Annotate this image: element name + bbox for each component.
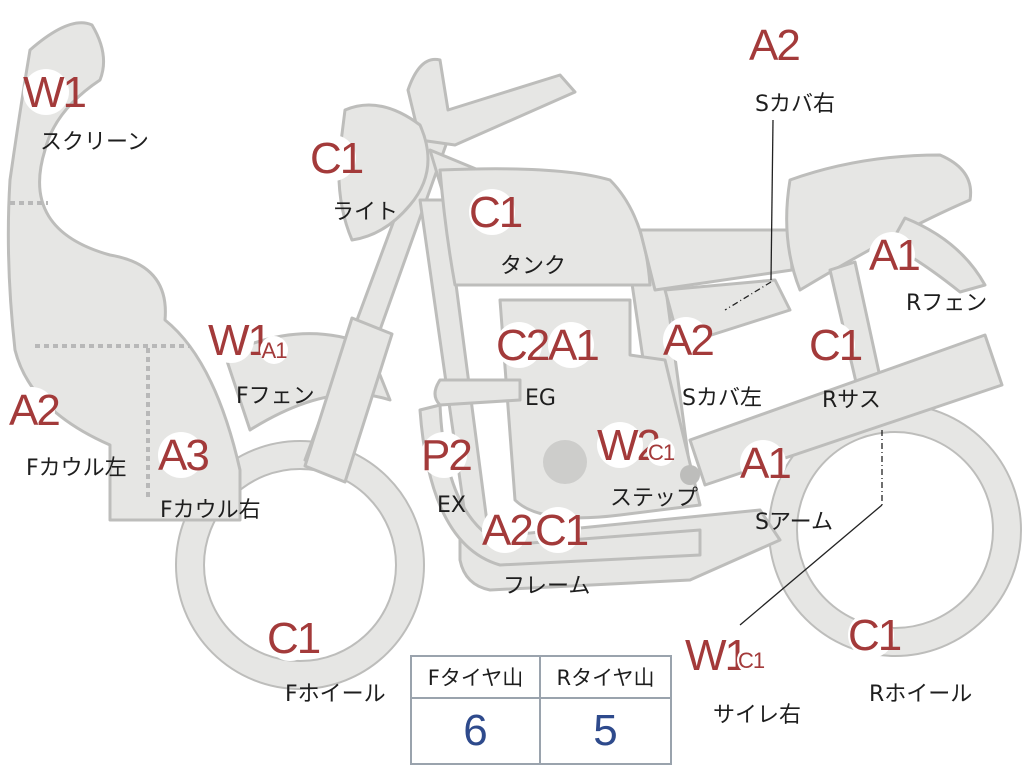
screen-label: スクリーン [40, 130, 149, 155]
step-badge-w2: W2 [597, 421, 661, 470]
swing-arm-badge-a1: A1 [740, 439, 792, 488]
side-cover-left-badge-a2: A2 [663, 316, 715, 365]
muffler-right-badge-w1: W1 [685, 631, 749, 680]
frame-badge-c1: C1 [535, 506, 589, 555]
front-wheel-shape [175, 440, 425, 690]
muffler-right-badge-c1: C1 [737, 646, 765, 674]
side-cover-right-leader-tail [724, 281, 772, 311]
side-cover-right-leader [770, 119, 774, 281]
front-fender-badge-a1: A1 [260, 336, 288, 364]
fork-lower-shape [303, 316, 394, 484]
frame-badge-a2: A2 [482, 506, 534, 555]
front-cowl-right-label: Fカウル右 [160, 498, 261, 523]
swing-arm-label: Sアーム [755, 510, 833, 535]
frame-label: フレーム [503, 574, 591, 599]
front-cowl-right-badge-a3: A3 [158, 431, 210, 480]
exhaust-badge-p2: P2 [421, 431, 473, 480]
engine-cover-circle [543, 440, 587, 484]
rear-fender-badge-a1: A1 [869, 231, 921, 280]
step-badge-c1: C1 [647, 438, 675, 466]
muffler-right-label: サイレ右 [713, 703, 802, 728]
front-fender-label: Fフェン [236, 384, 315, 409]
front-tread-header: Fタイヤ山 [412, 657, 541, 699]
rear-fender-label: Rフェン [906, 291, 988, 316]
muffler-right-leader [739, 504, 883, 626]
front-wheel-label: Fホイール [285, 682, 386, 707]
side-cover-right-label: Sカバ右 [755, 92, 835, 117]
front-cowl-left-badge-a2: A2 [9, 386, 61, 435]
engine-badge-c2: C2 [496, 321, 550, 370]
side-cover-left-label: Sカバ左 [682, 386, 762, 411]
screen-badge-w1: W1 [23, 68, 87, 117]
light-badge-c1: C1 [310, 134, 364, 183]
exhaust-label: EX [437, 493, 466, 518]
rear-tread-header: Rタイヤ山 [541, 657, 670, 699]
side-cover-right-badge-a2: A2 [749, 21, 801, 70]
rear-suspension-badge-c1: C1 [809, 321, 863, 370]
step-peg-circle [680, 465, 700, 485]
tank-label: タンク [500, 254, 567, 279]
front-tread-value: 6 [412, 699, 541, 763]
headlight-shape [337, 103, 430, 242]
front-cowl-shape [6, 21, 242, 522]
tail-shape [785, 153, 973, 292]
exhaust-pipe-shape [433, 378, 522, 407]
rear-wheel-badge-c1: C1 [848, 611, 902, 660]
rear-suspension-label: Rサス [822, 388, 881, 413]
tire-tread-table: Fタイヤ山 Rタイヤ山 6 5 [410, 655, 672, 765]
front-cowl-left-label: Fカウル左 [26, 456, 127, 481]
rear-wheel-label: Rホイール [869, 682, 973, 707]
front-wheel-badge-c1: C1 [267, 614, 321, 663]
tank-badge-c1: C1 [469, 188, 523, 237]
front-fender-badge-w1: W1 [208, 316, 272, 365]
step-label: ステップ [610, 486, 699, 511]
engine-label: EG [525, 386, 556, 411]
rear-tread-value: 5 [593, 706, 618, 755]
engine-badge-a1: A1 [548, 321, 600, 370]
handlebar-shape [406, 57, 577, 147]
light-label: ライト [332, 200, 399, 225]
